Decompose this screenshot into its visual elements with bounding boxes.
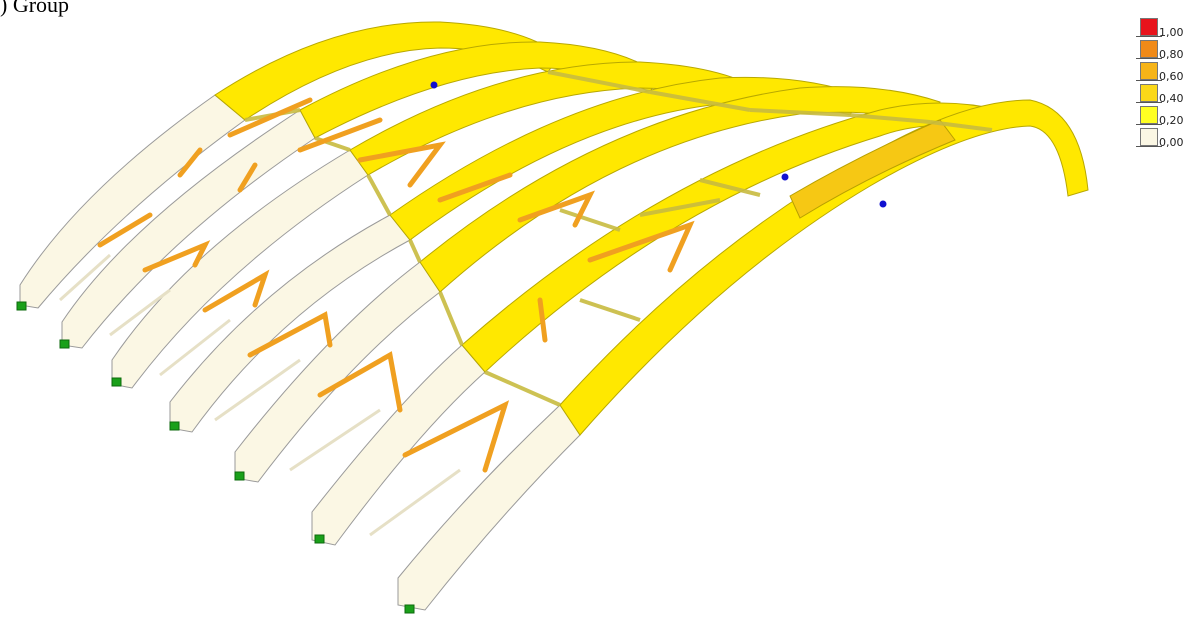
color-legend: 1,00 0,80 0,60 0,40 0,20 0,00 — [1136, 16, 1192, 156]
legend-label: 0,00 — [1159, 136, 1184, 149]
brace — [297, 117, 383, 153]
legend-swatch — [1140, 106, 1158, 124]
brace — [587, 220, 695, 273]
legend-swatch — [1140, 40, 1158, 58]
arch-7-peak-segment — [789, 119, 956, 219]
cross-beam — [366, 174, 392, 216]
legend-label: 1,00 — [1159, 26, 1184, 39]
brace — [97, 212, 153, 248]
support-node — [16, 301, 27, 311]
cross-beam — [484, 370, 561, 407]
light-brace — [58, 253, 112, 302]
brace — [437, 172, 513, 203]
support-node — [404, 604, 415, 614]
legend-swatch — [1140, 62, 1158, 80]
cross-beam — [749, 108, 851, 117]
diagonal-braces — [97, 97, 695, 473]
brace — [317, 351, 403, 413]
legend-tick — [1136, 146, 1162, 147]
caption-fragment: ) Group — [0, 0, 70, 17]
marker-dot — [430, 81, 438, 89]
cross-beam — [438, 291, 464, 346]
marker-dot — [879, 200, 887, 208]
light-brace — [289, 408, 381, 472]
support-node — [59, 339, 70, 349]
brace — [402, 400, 510, 473]
brace — [247, 311, 333, 358]
brace — [237, 162, 258, 193]
cross-beam — [579, 298, 641, 322]
light-braces — [58, 253, 461, 537]
legend-swatch — [1140, 84, 1158, 102]
supports — [16, 301, 415, 614]
legend-tick — [1136, 80, 1162, 81]
support-node — [234, 471, 245, 481]
light-brace — [109, 288, 171, 337]
cross-beam — [547, 70, 651, 94]
brace — [177, 147, 203, 178]
cross-beam — [639, 198, 721, 217]
cross-beam — [929, 120, 993, 132]
legend-label: 0,60 — [1159, 70, 1184, 83]
light-brace — [159, 318, 231, 377]
support-node — [314, 534, 325, 544]
legend-swatch — [1140, 18, 1158, 36]
arch-structure-model — [16, 21, 1089, 614]
brace — [537, 297, 548, 343]
cross-beam — [699, 178, 761, 197]
cross-beam — [559, 208, 621, 232]
cross-beam — [849, 113, 931, 124]
arch-7-low-segment — [397, 404, 581, 611]
legend-tick — [1136, 36, 1162, 37]
legend-tick — [1136, 58, 1162, 59]
legend-swatch — [1140, 128, 1158, 146]
support-node — [111, 377, 122, 387]
cross-beam — [649, 90, 751, 112]
cross-beam — [408, 239, 422, 263]
brace — [357, 141, 446, 188]
legend-label: 0,20 — [1159, 114, 1184, 127]
light-brace — [369, 468, 461, 537]
brace — [202, 269, 270, 313]
brace — [142, 240, 211, 273]
marker-dot — [781, 173, 789, 181]
brace — [227, 97, 313, 138]
legend-tick — [1136, 124, 1162, 125]
cross-beams — [244, 70, 993, 407]
legend-tick — [1136, 102, 1162, 103]
brace — [517, 190, 596, 228]
markers — [430, 81, 887, 208]
light-brace — [214, 358, 301, 422]
legend-label: 0,80 — [1159, 48, 1184, 61]
support-node — [169, 421, 180, 431]
legend-label: 0,40 — [1159, 92, 1184, 105]
